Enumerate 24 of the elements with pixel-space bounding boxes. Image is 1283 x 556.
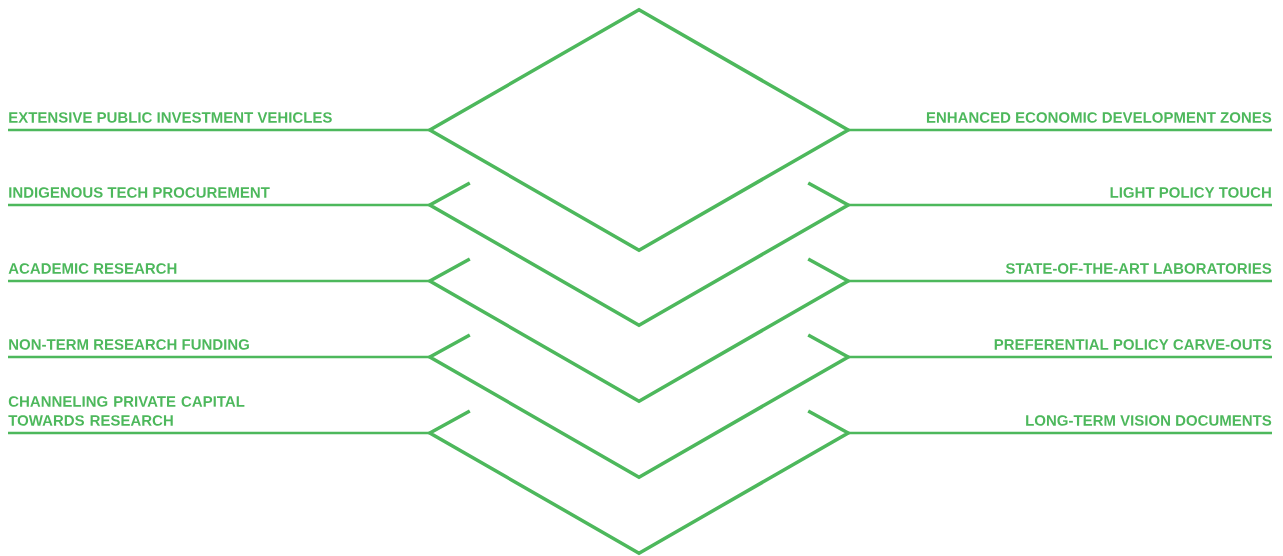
chevron-shape [426, 409, 852, 556]
label-text: PREFERENTIAL POLICY CARVE-OUTS [994, 339, 1272, 350]
chevron-shape [426, 333, 852, 480]
leader-line [848, 128, 1272, 132]
leader-line [8, 431, 430, 435]
chevron-shape [426, 181, 852, 328]
leader-line [848, 431, 1272, 435]
leader-line [8, 355, 430, 359]
leader-line [8, 128, 430, 132]
label-text: INDIGENOUS TECH PROCUREMENT [9, 187, 270, 198]
label-text: ACADEMIC RESEARCH [8, 263, 177, 274]
chevron-shape [426, 257, 852, 404]
label-text: STATE-OF-THE-ART LABORATORIES [1005, 263, 1272, 274]
label-text: LIGHT POLICY TOUCH [1110, 187, 1271, 198]
label-text: EXTENSIVE PUBLIC INVESTMENT VEHICLES [9, 112, 332, 123]
leader-line [8, 203, 430, 207]
label-text: LONG-TERM VISION DOCUMENTS [1026, 415, 1272, 426]
label-text: CHANNELING PRIVATE CAPITAL TOWARDS RESEARCH [8, 396, 245, 426]
leader-line [848, 355, 1272, 359]
leader-line [848, 203, 1272, 207]
label-text: ENHANCED ECONOMIC DEVELOPMENT ZONES [926, 112, 1272, 123]
leader-line [848, 279, 1272, 283]
label-text: NON-TERM RESEARCH FUNDING [9, 339, 249, 350]
leader-line [8, 279, 430, 283]
